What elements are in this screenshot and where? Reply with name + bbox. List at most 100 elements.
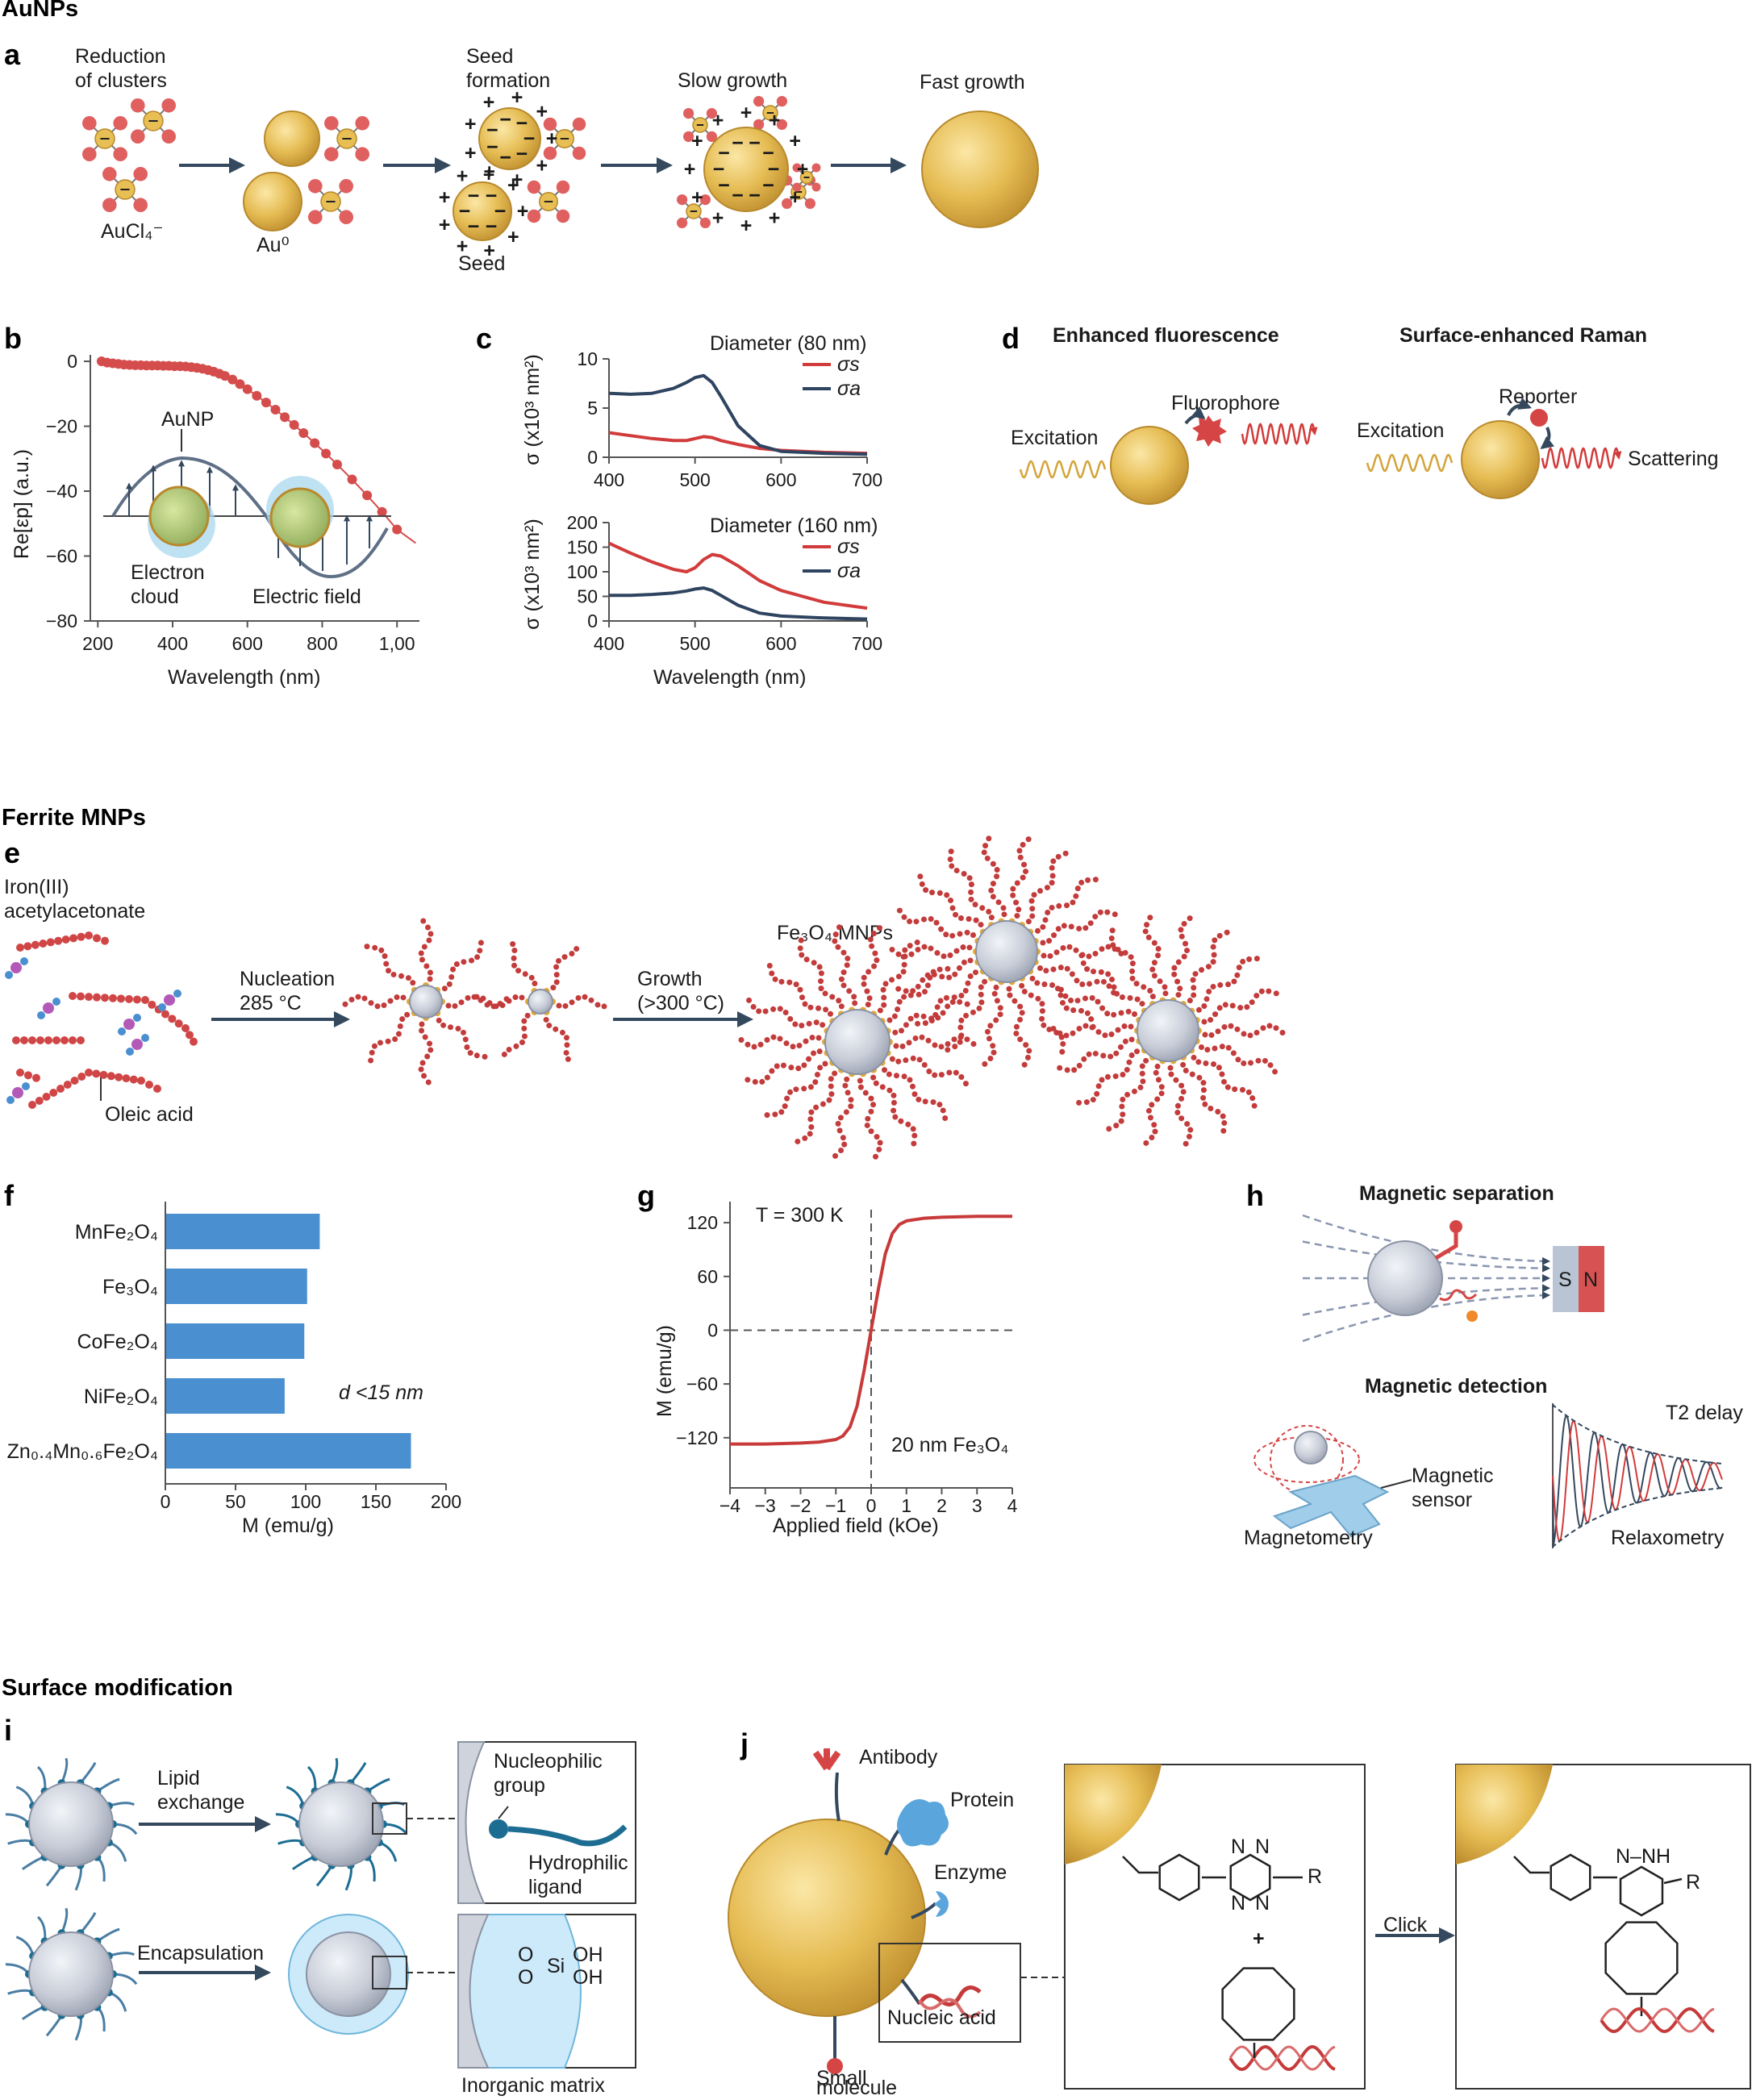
r1-label: R <box>1308 1865 1322 1888</box>
oleic-bead <box>835 1120 841 1127</box>
growing-particle <box>703 127 789 212</box>
oleic-bead <box>1099 1005 1106 1011</box>
oleic-bead <box>990 881 996 887</box>
carbon-bead <box>24 1071 32 1080</box>
x-tick-label: 2 <box>936 1495 947 1516</box>
oleic-bead <box>769 1068 775 1074</box>
oleic-bead <box>1191 1054 1197 1060</box>
nucleophilic-line1: Nucleophilic <box>494 1750 603 1773</box>
chloride-atom <box>102 167 117 181</box>
oleic-bead <box>984 1028 991 1035</box>
oleic-bead <box>1231 978 1237 985</box>
oleic-bead <box>915 1020 921 1027</box>
oleic-bead <box>1010 892 1016 898</box>
oleic-bead <box>1120 1072 1126 1078</box>
oleic-bead <box>802 1135 808 1141</box>
carbon-bead <box>174 1019 183 1028</box>
protein-label: Protein <box>950 1789 1014 1811</box>
oleic-label: Oleic acid <box>105 1103 194 1126</box>
oleic-bead <box>865 1115 871 1122</box>
chloride-atom <box>804 198 816 209</box>
oleic-bead <box>1216 932 1223 939</box>
oleic-bead <box>988 887 995 894</box>
oleic-bead <box>861 981 867 987</box>
minus-sign: − <box>523 127 536 150</box>
plus-sign: + <box>740 215 753 237</box>
oleic-bead <box>772 1111 778 1118</box>
x-tick-label: 200 <box>431 1491 461 1512</box>
oleic-bead <box>1057 1030 1063 1036</box>
oleic-bead <box>1029 913 1036 919</box>
oleic-bead <box>1191 992 1197 998</box>
oleic-bead <box>873 1153 879 1160</box>
chloride-atom <box>776 119 788 130</box>
oleic-bead <box>464 1044 470 1051</box>
oleic-bead <box>1105 971 1112 977</box>
oleic-bead <box>1200 1080 1207 1086</box>
oleic-bead <box>906 1040 912 1046</box>
zoom-source-box <box>878 1943 1021 2043</box>
oleic-bead <box>1063 1032 1070 1039</box>
oleic-bead <box>1141 984 1147 990</box>
oleic-bead <box>928 1018 935 1024</box>
panel-label-i: i <box>4 1714 12 1747</box>
oleic-bead <box>1134 996 1141 1002</box>
oleic-bead <box>453 961 460 968</box>
oleic-bead <box>1181 920 1187 927</box>
oleic-bead <box>1059 1048 1066 1055</box>
oleic-bead <box>1013 899 1020 906</box>
b-data-points <box>96 356 416 544</box>
oleic-bead <box>1073 947 1079 953</box>
oleic-bead <box>1044 885 1050 891</box>
oleic-bead <box>945 1040 951 1047</box>
d-waves <box>1019 423 1622 479</box>
oleic-bead <box>891 1092 897 1098</box>
oleic-bead <box>506 1047 512 1053</box>
oleic-bead <box>957 931 963 937</box>
oleic-bead <box>1087 920 1094 927</box>
oleic-bead <box>1092 950 1099 956</box>
cyclooctene-ring <box>1221 1967 1295 2041</box>
carbon-bead <box>69 1036 77 1044</box>
carbon-bead <box>20 1036 28 1044</box>
oleic-bead <box>419 1021 425 1027</box>
oleic-bead <box>1234 1026 1241 1032</box>
oleic-bead <box>953 867 960 873</box>
oleic-bead <box>565 1056 571 1062</box>
oleic-bead <box>1246 956 1253 962</box>
oleic-bead <box>450 966 457 973</box>
panel-d: Enhanced fluorescence Surface-enhanced R… <box>1011 324 1719 505</box>
oleic-bead <box>1225 981 1232 988</box>
oleic-bead <box>913 1012 920 1019</box>
oleic-bead <box>419 1027 425 1034</box>
oleic-bead <box>511 962 518 969</box>
oleic-bead <box>427 976 433 982</box>
oleic-bead <box>369 1049 375 1056</box>
x-tick-label: 700 <box>852 633 882 654</box>
oleic-bead <box>361 995 368 1002</box>
oleic-bead <box>913 919 920 925</box>
oleic-bead <box>1133 981 1140 987</box>
oleic-bead <box>981 849 987 856</box>
oleic-bead <box>1145 934 1152 940</box>
oleic-bead <box>1219 1071 1225 1077</box>
oleic-bead <box>962 1081 969 1087</box>
y-tick-label: 50 <box>577 586 598 607</box>
oleic-bead <box>1013 1023 1020 1030</box>
oleic-bead <box>465 994 471 1001</box>
oleic-bead <box>440 1022 447 1028</box>
oleic-bead <box>1041 1022 1047 1028</box>
x-tick-label: 500 <box>679 633 710 654</box>
oleic-bead <box>886 1071 892 1077</box>
oleic-bead <box>1220 1078 1227 1085</box>
chloride-atom <box>355 147 370 161</box>
panel-label-a: a <box>4 38 21 71</box>
oleic-bead <box>1174 1102 1181 1109</box>
category-label: Fe₃O₄ <box>102 1276 158 1298</box>
series-line <box>609 586 868 621</box>
oleic-bead <box>818 970 824 977</box>
oleic-bead <box>945 1003 951 1010</box>
growth-line1: Growth <box>637 968 703 990</box>
oleic-bead <box>874 957 880 964</box>
oleic-bead <box>780 1062 786 1069</box>
